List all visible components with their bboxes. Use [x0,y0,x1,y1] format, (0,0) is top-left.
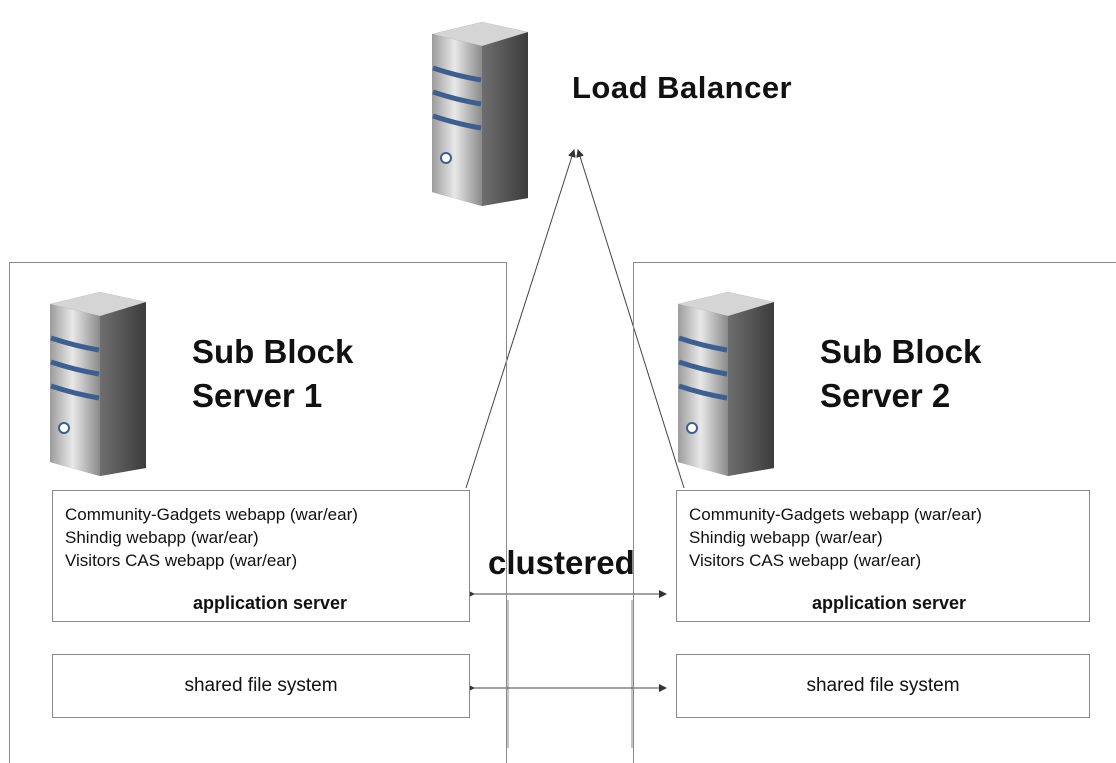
server2-title: Sub Block Server 2 [820,330,981,418]
server2-title-line2: Server 2 [820,377,951,414]
link-server2-to-lb [576,149,685,489]
link-server1-to-lb [465,149,576,489]
load-balancer-title: Load Balancer [572,70,793,105]
server2-app-server-label: application server [811,593,967,613]
server2-app-server-box: Community-Gadgets webapp (war/ear) Shind… [676,490,1090,622]
server-icon [432,22,528,206]
server1-app-list: Community-Gadgets webapp (war/ear) Shind… [65,503,358,572]
server2-group [633,262,1116,763]
server2-app-list: Community-Gadgets webapp (war/ear) Shind… [689,503,982,572]
list-item: Community-Gadgets webapp (war/ear) [689,505,982,524]
list-item: Community-Gadgets webapp (war/ear) [65,505,358,524]
list-item: Visitors CAS webapp (war/ear) [65,551,298,570]
server2-shared-fs-box: shared file system [676,654,1090,718]
server-icon [50,292,146,476]
list-item: Shindig webapp (war/ear) [65,528,259,547]
server1-title-line1: Sub Block [192,333,354,370]
server2-shared-fs-label: shared file system [806,675,960,696]
list-item: Visitors CAS webapp (war/ear) [689,551,922,570]
server1-group [9,262,507,763]
server1-app-server-box: Community-Gadgets webapp (war/ear) Shind… [52,490,470,622]
clustered-label: clustered [488,544,635,581]
server2-title-line1: Sub Block [820,333,982,370]
server1-shared-fs-label: shared file system [184,675,338,696]
list-item: Shindig webapp (war/ear) [689,528,883,547]
server1-title-line2: Server 1 [192,377,323,414]
server1-title: Sub Block Server 1 [192,330,353,418]
server1-shared-fs-box: shared file system [52,654,470,718]
server-icon [678,292,774,476]
server1-app-server-label: application server [192,593,348,613]
